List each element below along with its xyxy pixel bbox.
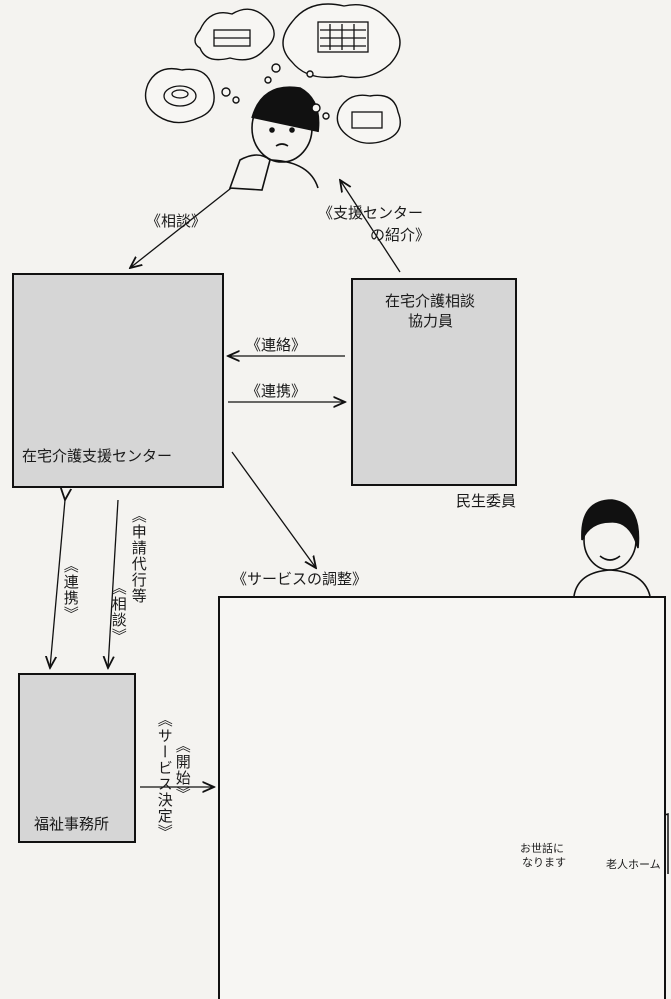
smiling-woman-illustration bbox=[573, 499, 651, 597]
welfare-office-box: 福祉事務所 bbox=[18, 673, 136, 843]
label-service-decision: 《サービス決定》 bbox=[155, 712, 174, 840]
label-cooperation-middle: 《連携》 bbox=[246, 382, 307, 400]
label-minsei-iin: 民生委員 bbox=[456, 492, 517, 510]
label-start: 《開始》 bbox=[173, 738, 192, 802]
label-support-intro-line2: の紹介》 bbox=[370, 226, 431, 244]
label-application-proxy: 《申請代行等 bbox=[129, 508, 148, 604]
arrow-left-renkei bbox=[50, 500, 65, 668]
support-center-label: 在宅介護支援センター bbox=[22, 447, 173, 465]
arrow-consult bbox=[130, 184, 236, 268]
welfare-office-label: 福祉事務所 bbox=[34, 815, 110, 833]
thought-icons bbox=[163, 21, 383, 129]
label-consultation-2: 《相談》 bbox=[109, 580, 128, 644]
worried-woman-illustration bbox=[228, 86, 320, 191]
arrow-shinsei bbox=[108, 499, 119, 668]
speech-bubble-line2: なります bbox=[522, 856, 566, 869]
nursing-home-sign: 老人ホーム bbox=[606, 858, 661, 871]
home-care-consultant-label-2: 協力員 bbox=[408, 312, 454, 330]
label-service-coordination: 《サービスの調整》 bbox=[232, 570, 368, 588]
service-coordination-frame bbox=[218, 596, 666, 999]
arrow-service bbox=[231, 451, 316, 568]
arrow-introduce bbox=[340, 180, 401, 273]
home-care-consultant-label-1: 在宅介護相談 bbox=[385, 292, 476, 310]
label-support-intro-line1: 《支援センター bbox=[318, 204, 424, 222]
label-contact: 《連絡》 bbox=[246, 336, 307, 354]
home-care-consultant-box: 在宅介護相談 協力員 bbox=[351, 278, 517, 486]
label-consultation: 《相談》 bbox=[146, 212, 207, 230]
label-cooperation-left: 《連携》 bbox=[61, 558, 80, 622]
speech-bubble-line1: お世話に bbox=[520, 842, 564, 855]
support-center-box: 在宅介護支援センター bbox=[12, 273, 224, 488]
